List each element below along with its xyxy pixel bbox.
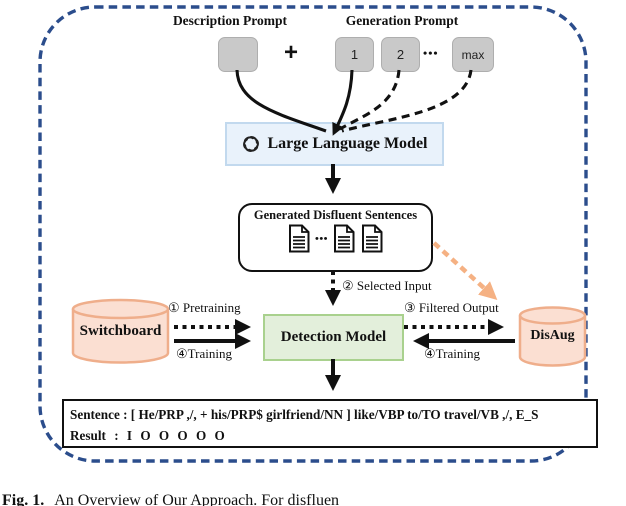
- document-icon: [288, 224, 310, 253]
- generation-prompt-box-1: 1: [335, 37, 374, 72]
- filtered-output-label: ③ Filtered Output: [404, 300, 499, 315]
- caption-fig-label: Fig. 1.: [2, 492, 45, 506]
- switchboard-store: Switchboard: [71, 298, 170, 364]
- detection-model-box: Detection Model: [263, 314, 404, 361]
- generation-prompt-box-max: max: [452, 37, 494, 72]
- description-prompt-box: [218, 37, 258, 72]
- figure-caption: Fig. 1. An Overview of Our Approach. For …: [2, 492, 339, 506]
- sentence-line: Sentence : [ He/PRP ,/, + his/PRP$ girlf…: [70, 407, 539, 422]
- switchboard-label: Switchboard: [79, 323, 162, 339]
- generated-sentences-title: Generated Disfluent Sentences: [253, 208, 418, 222]
- document-icon: [362, 224, 383, 253]
- detection-model-label: Detection Model: [280, 329, 387, 345]
- openai-logo-icon: [242, 136, 259, 152]
- generated-sentences-box: Generated Disfluent Sentences •••: [238, 203, 433, 272]
- filtered-to-disaug-arrow: [432, 241, 498, 301]
- documents-ellipsis: •••: [314, 232, 329, 245]
- output-box: Sentence : [ He/PRP ,/, + his/PRP$ girlf…: [62, 399, 598, 448]
- disaug-store: DisAug: [518, 306, 587, 368]
- caption-text: An Overview of Our Approach. For disflue…: [54, 492, 340, 506]
- training-right-label: ④Training: [424, 346, 480, 361]
- prompt-ellipsis: •••: [423, 46, 439, 60]
- selected-input-label: ② Selected Input: [342, 278, 432, 293]
- generation-prompt-box-2: 2: [381, 37, 420, 72]
- disaug-label: DisAug: [530, 328, 575, 343]
- llm-label: Large Language Model: [267, 135, 428, 152]
- llm-box: Large Language Model: [225, 122, 444, 166]
- description-prompt-label: Description Prompt: [172, 13, 288, 28]
- document-icon: [334, 224, 355, 253]
- plus-sign: +: [284, 39, 299, 66]
- result-line: Result : I O O O O O: [70, 428, 225, 443]
- pretraining-label: ① Pretraining: [168, 300, 241, 315]
- training-left-label: ④Training: [176, 346, 232, 361]
- generation-prompt-label: Generation Prompt: [345, 13, 459, 28]
